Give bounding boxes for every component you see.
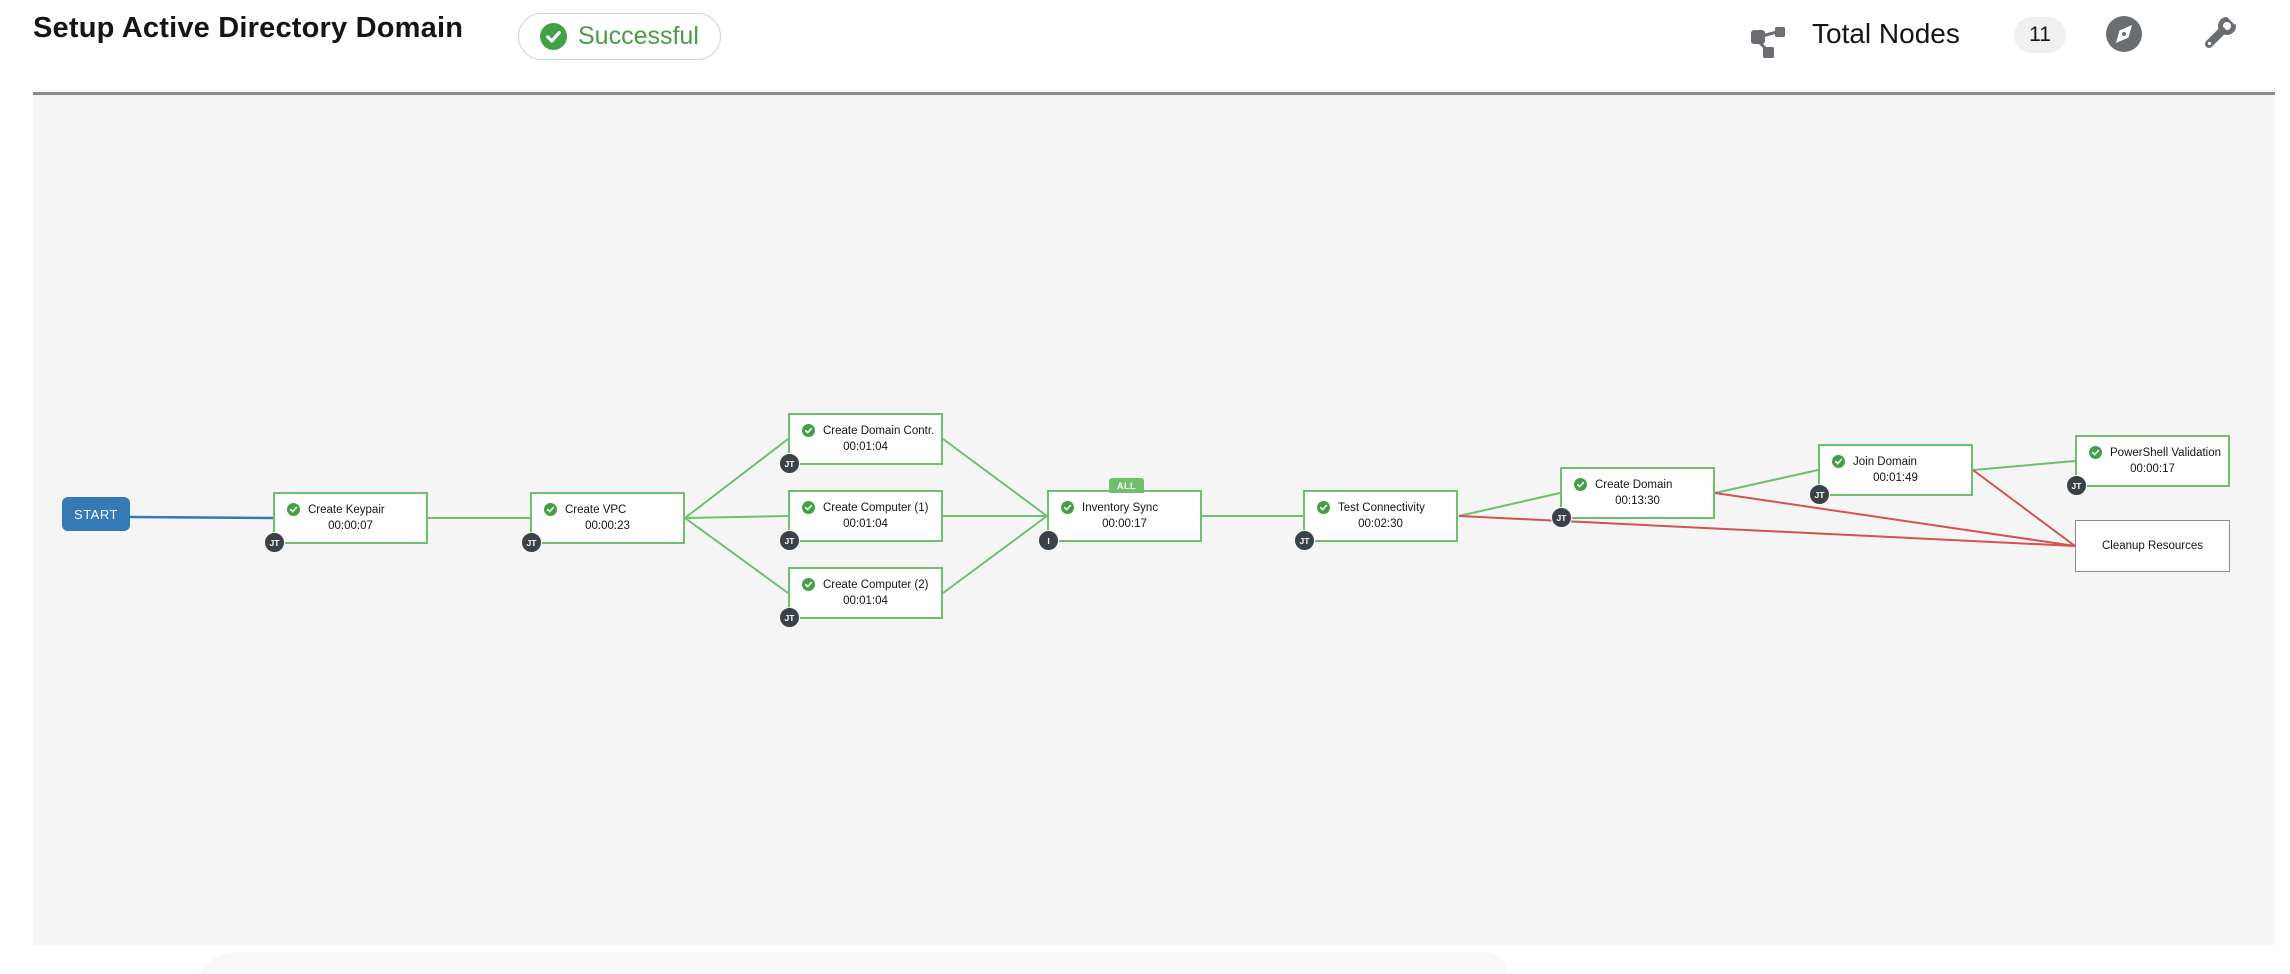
workflow-canvas[interactable]: START Create Keypair 00:00:07 JT Create … [33, 92, 2275, 945]
node-label: Create Domain [1595, 478, 1673, 491]
edge-create-domain-controller-inventory-sync [942, 438, 1048, 517]
node-elapsed-time: 00:01:04 [843, 441, 888, 453]
node-type-badge: JT [1551, 507, 1572, 528]
node-type-badge: JT [264, 532, 285, 553]
workflow-node-test-connectivity[interactable]: Test Connectivity 00:02:30 JT [1294, 490, 1458, 551]
node-type-badge: JT [779, 530, 800, 551]
node-elapsed-time: 00:01:04 [843, 595, 888, 607]
node-type-badge: JT [521, 532, 542, 553]
success-check-icon [1832, 455, 1845, 468]
edge-create-vpc-create-computer-1 [684, 515, 789, 519]
node-elapsed-time: 00:13:30 [1615, 495, 1660, 507]
edge-create-domain-join-domain [1714, 469, 1819, 494]
workflow-node-create-vpc[interactable]: Create VPC 00:00:23 JT [521, 492, 685, 553]
node-elapsed-time: 00:00:17 [1102, 518, 1147, 530]
success-check-icon [802, 501, 815, 514]
node-elapsed-time: 00:02:30 [1358, 518, 1403, 530]
workflow-node-join-domain[interactable]: Join Domain 00:01:49 JT [1809, 444, 1973, 505]
workflow-node-inventory-sync[interactable]: ALL Inventory Sync 00:00:17 I [1038, 478, 1202, 551]
workflow-node-create-domain[interactable]: Create Domain 00:13:30 JT [1551, 467, 1715, 528]
node-elapsed-time: 00:01:04 [843, 518, 888, 530]
edge-start-create-keypair [129, 515, 274, 520]
workflow-node-powershell-validation[interactable]: PowerShell Validation 00:00:17 JT [2066, 435, 2230, 496]
start-node: START [62, 497, 130, 531]
success-check-icon [802, 578, 815, 591]
node-label: Create Domain Contr... [823, 424, 935, 437]
workflow-node-create-keypair[interactable]: Create Keypair 00:00:07 JT [264, 492, 428, 553]
success-check-icon [544, 503, 557, 516]
legend-compass-button[interactable] [2104, 15, 2144, 55]
node-type-badge: JT [779, 607, 800, 628]
tools-wrench-button[interactable] [2199, 8, 2243, 55]
node-label: Create Computer (1) [823, 501, 929, 514]
node-elapsed-time: 00:00:07 [328, 520, 373, 532]
page-title: Setup Active Directory Domain [33, 12, 464, 44]
node-type-badge: JT [779, 453, 800, 474]
total-nodes-label: Total Nodes [1812, 18, 1960, 49]
convergence-all-tag: ALL [1109, 478, 1144, 493]
workflow-node-create-computer-2[interactable]: Create Computer (2) 00:01:04 JT [779, 567, 943, 628]
node-label: Cleanup Resources [2101, 540, 2203, 552]
node-type-badge: JT [2066, 475, 2087, 496]
workflow-node-create-computer-1[interactable]: Create Computer (1) 00:01:04 JT [779, 490, 943, 551]
status-badge-label: Successful [578, 22, 699, 50]
node-label: Join Domain [1853, 455, 1917, 468]
node-label: Create Computer (2) [823, 578, 929, 591]
workflow-edges [129, 438, 2076, 594]
header: Setup Active Directory Domain Successful… [0, 0, 2290, 95]
edge-create-vpc-create-domain-controller [684, 438, 789, 519]
node-type-badge: JT [1294, 530, 1315, 551]
edge-join-domain-cleanup-resources [1972, 469, 2076, 547]
success-check-icon [802, 424, 815, 437]
node-label: Create VPC [565, 503, 627, 516]
success-check-icon [287, 503, 300, 516]
node-type-badge: I [1038, 530, 1059, 551]
node-elapsed-time: 00:00:17 [2130, 463, 2175, 475]
status-badge[interactable]: Successful [518, 13, 721, 60]
total-nodes-count-badge: 11 [2014, 17, 2066, 53]
node-label: Inventory Sync [1082, 501, 1159, 514]
edge-test-connectivity-create-domain [1458, 492, 1561, 517]
success-check-icon [540, 23, 567, 50]
edge-join-domain-powershell-validation [1972, 460, 2076, 471]
workflow-node-create-domain-controller[interactable]: Create Domain Contr... 00:01:04 JT [779, 413, 943, 474]
node-label: PowerShell Validation [2110, 446, 2222, 459]
success-check-icon [2089, 446, 2102, 459]
node-label: Create Keypair [308, 503, 385, 516]
edge-create-vpc-create-computer-2 [684, 517, 789, 594]
node-elapsed-time: 00:00:23 [585, 520, 630, 532]
edge-create-computer-2-inventory-sync [942, 515, 1048, 594]
node-elapsed-time: 00:01:49 [1873, 472, 1918, 484]
success-check-icon [1061, 501, 1074, 514]
bottom-panel-edge [195, 952, 1515, 974]
workflow-node-cleanup-resources[interactable]: Cleanup Resources [2075, 520, 2230, 572]
success-check-icon [1574, 478, 1587, 491]
node-label: Test Connectivity [1338, 501, 1425, 514]
node-type-badge: JT [1809, 484, 1830, 505]
workflow-topology-icon [1748, 20, 1788, 60]
success-check-icon [1317, 501, 1330, 514]
edge-create-domain-cleanup-resources [1714, 492, 2076, 547]
